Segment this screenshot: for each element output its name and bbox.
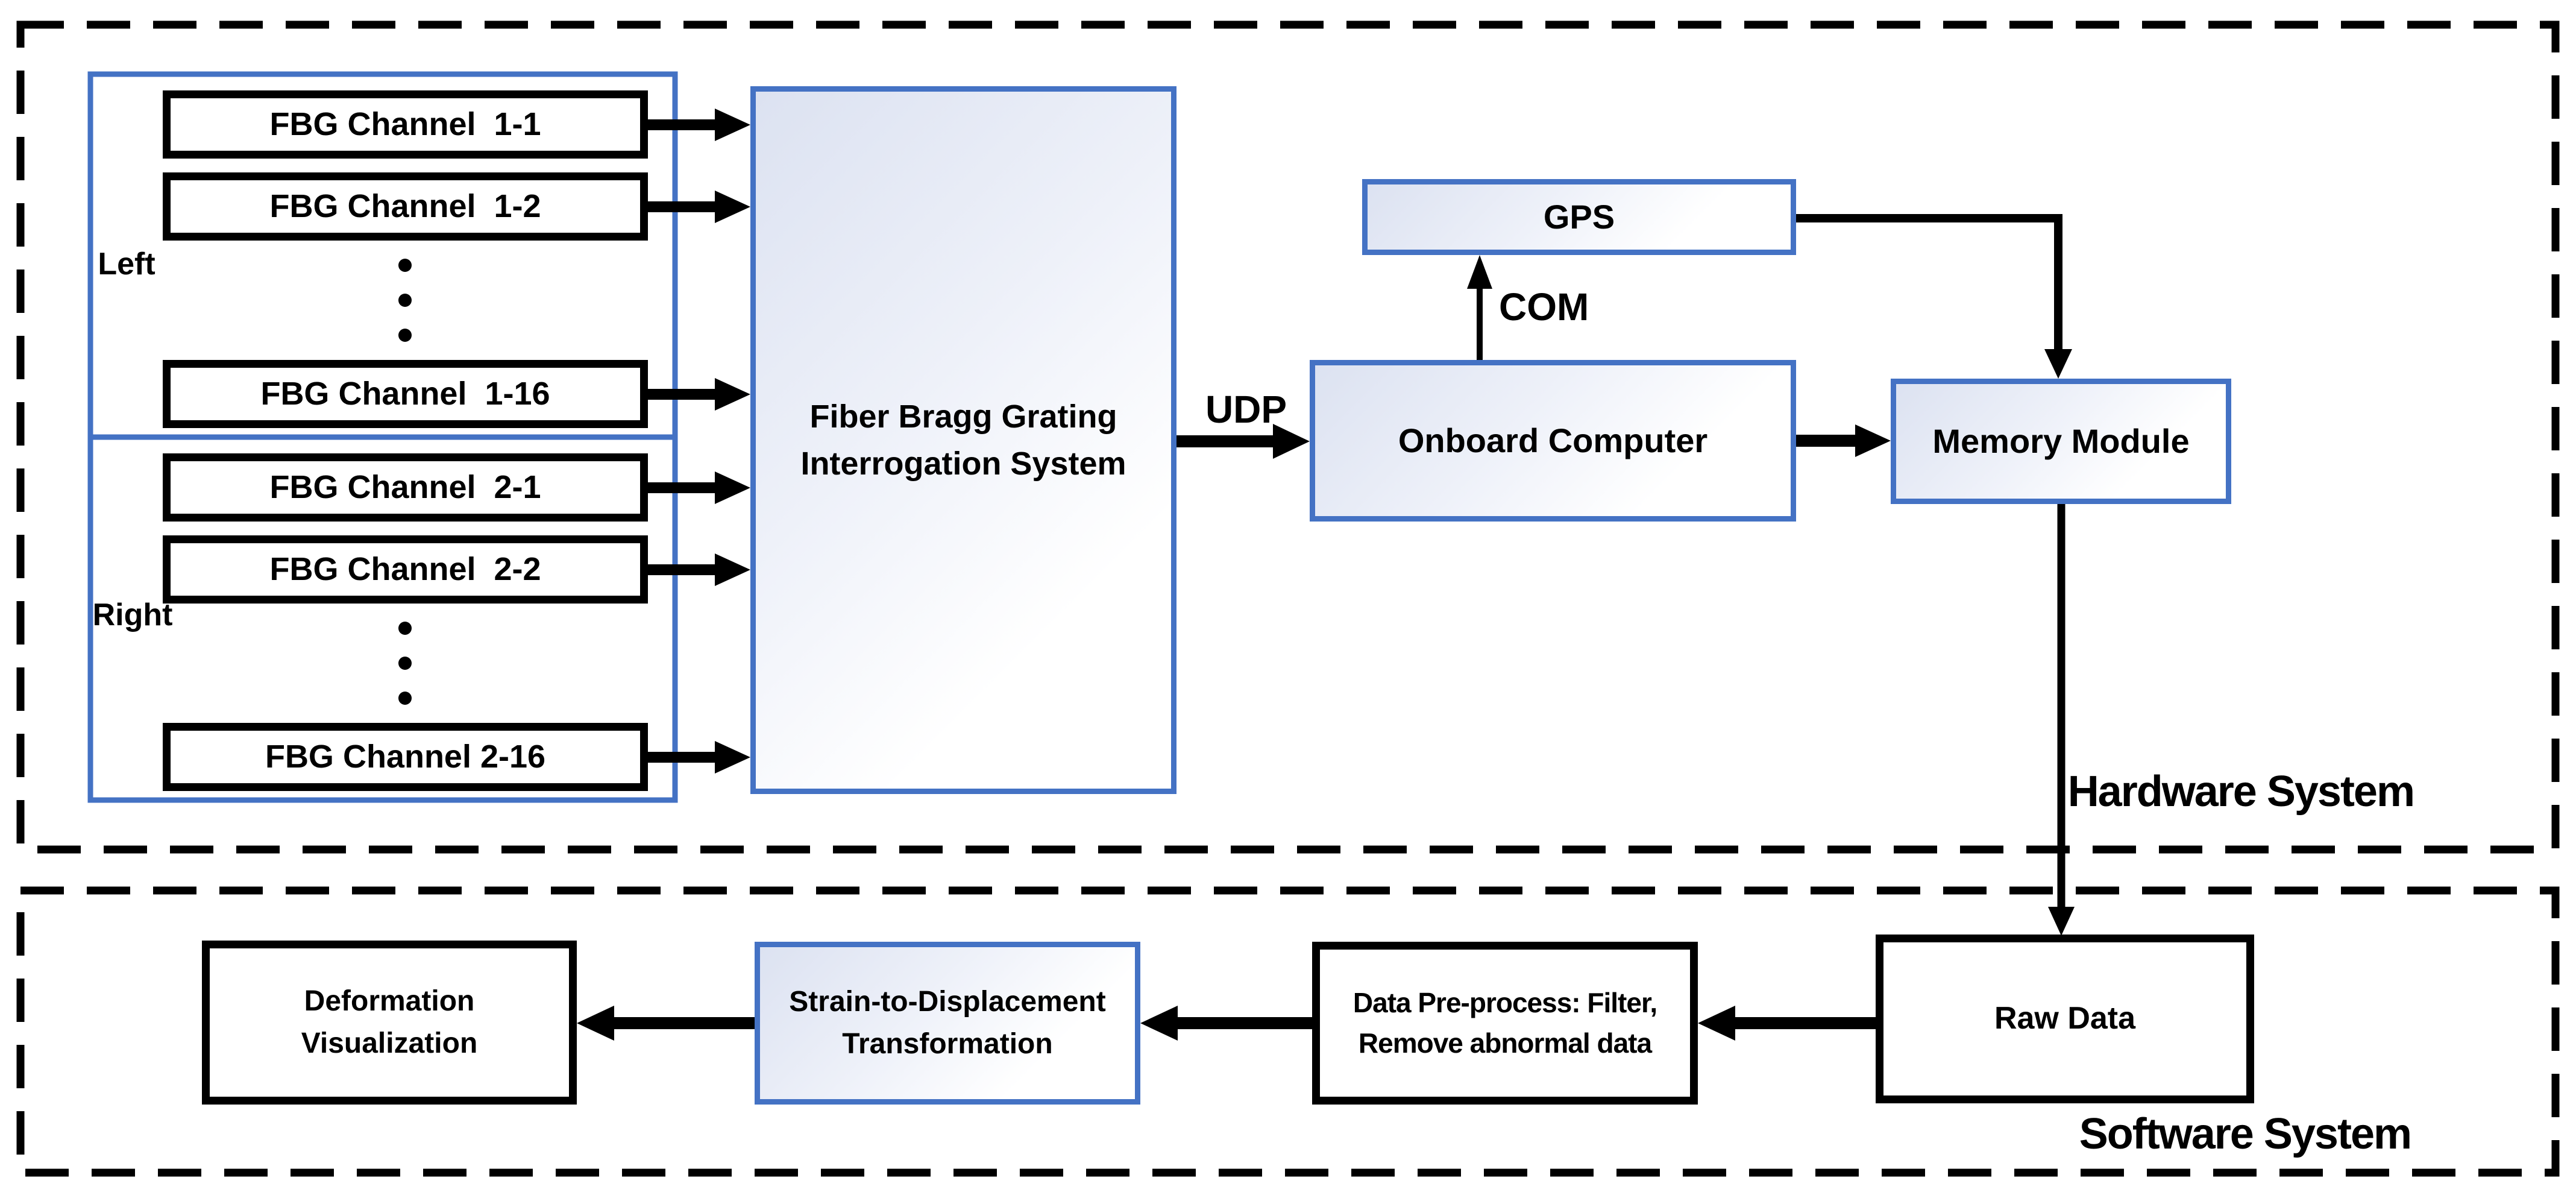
deformation-visualization-box: Deformation Visualization (202, 941, 577, 1105)
gps-box: GPS (1362, 179, 1796, 255)
fbg-channel-1-1-box: FBG Channel 1-1 (163, 90, 648, 159)
ellipsis-dots-right (398, 622, 412, 705)
right-group-label: Right (92, 597, 173, 632)
visualization-line2: Visualization (301, 1027, 478, 1059)
interrogation-system-line1: Fiber Bragg Grating (809, 398, 1117, 435)
raw-data-box: Raw Data (1876, 935, 2254, 1103)
arrow-preprocess-to-strain (1140, 1006, 1312, 1041)
interrogation-system-line2: Interrogation System (800, 446, 1126, 482)
visualization-line1: Deformation (304, 985, 475, 1018)
interrogation-system-box: Fiber Bragg Grating Interrogation System (750, 86, 1176, 794)
arrow-channel-2-1-to-interrogator (648, 471, 750, 504)
arrow-onboard-to-memory (1796, 424, 1891, 457)
left-group-label: Left (98, 247, 156, 282)
software-section-label: Software System (2079, 1110, 2412, 1158)
fbg-channel-1-2-box: FBG Channel 1-2 (163, 172, 648, 241)
arrow-channel-1-16-to-interrogator (648, 378, 750, 411)
arrow-memory-to-raw-data (2048, 504, 2075, 936)
fbg-channel-2-2-box: FBG Channel 2-2 (163, 535, 648, 604)
hardware-section-label: Hardware System (2067, 768, 2415, 816)
arrow-channel-2-2-to-interrogator (648, 553, 750, 586)
strain-line2: Transformation (842, 1028, 1053, 1060)
arrow-raw-data-to-preprocess (1698, 1006, 1876, 1041)
data-preprocess-line1: Data Pre-process: Filter, (1352, 987, 1657, 1019)
fbg-channel-2-1-box: FBG Channel 2-1 (163, 453, 648, 522)
fbg-channel-1-16-box: FBG Channel 1-16 (163, 360, 648, 428)
arrow-channel-1-1-to-interrogator (648, 109, 750, 141)
fbg-channel-2-16-box: FBG Channel 2-16 (163, 723, 648, 791)
arrow-channel-2-16-to-interrogator (648, 741, 750, 774)
udp-link-label: UDP (1205, 388, 1287, 431)
hardware-section-border (16, 20, 2560, 854)
software-section-border (16, 886, 2560, 1177)
strain-line1: Strain-to-Displacement (789, 986, 1106, 1018)
com-link-label: COM (1499, 285, 1589, 329)
data-preprocess-line2: Remove abnormal data (1358, 1027, 1652, 1059)
onboard-computer-box: Onboard Computer (1310, 360, 1796, 522)
right-channel-group-border (87, 434, 678, 803)
arrow-gps-to-memory-elbow (1796, 214, 2072, 379)
arrow-com-onboard-to-gps (1467, 255, 1492, 360)
strain-to-displacement-box: Strain-to-Displacement Transformation (755, 942, 1140, 1105)
arrow-strain-to-visualization (577, 1006, 755, 1041)
data-preprocess-box: Data Pre-process: Filter, Remove abnorma… (1312, 942, 1698, 1105)
memory-module-box: Memory Module (1891, 379, 2231, 504)
arrow-udp-interrogator-to-onboard (1176, 424, 1310, 459)
arrow-channel-1-2-to-interrogator (648, 191, 750, 223)
ellipsis-dots-left (398, 259, 412, 342)
